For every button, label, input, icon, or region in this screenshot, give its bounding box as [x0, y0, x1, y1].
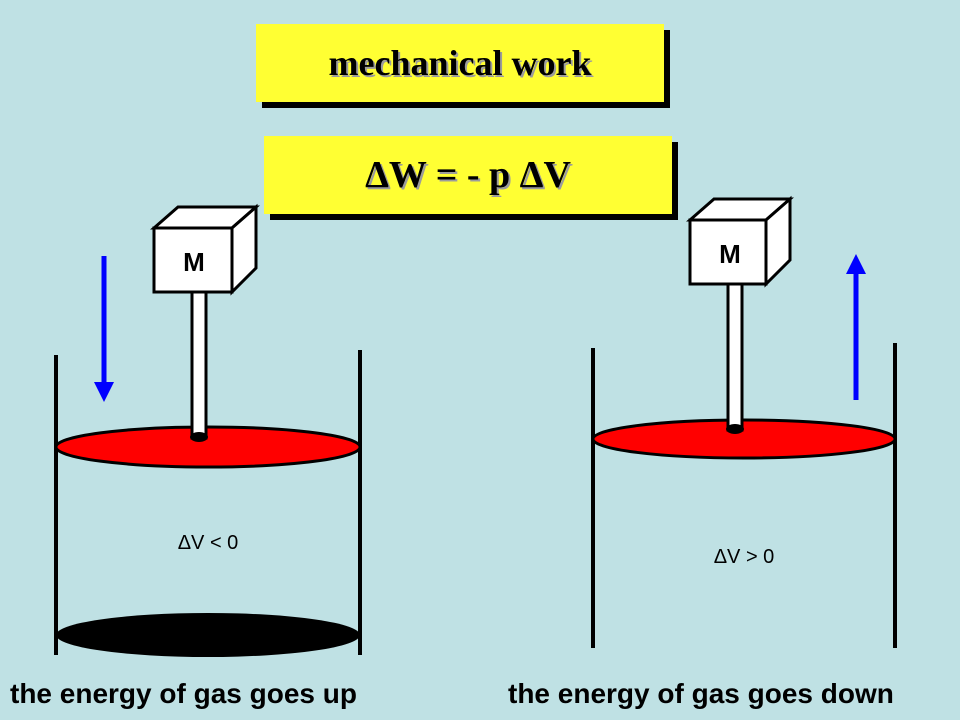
left-mass-label: M: [183, 247, 205, 277]
formula-text: ΔW = - p ΔV: [365, 154, 571, 196]
title-box: mechanical work: [256, 24, 664, 102]
right-mass-label: M: [719, 239, 741, 269]
left-cylinder-base: [56, 613, 360, 657]
right-volume-label: ΔV > 0: [714, 546, 775, 568]
formula-box: ΔW = - p ΔV: [264, 136, 672, 214]
left-volume-label: ΔV < 0: [178, 532, 239, 554]
left-caption: the energy of gas goes up: [10, 678, 357, 709]
right-mass-block: M: [686, 195, 794, 288]
title-text: mechanical work: [328, 43, 592, 83]
right-piston-rod: [726, 280, 744, 432]
left-cylinder: M ΔV < 0: [54, 203, 362, 657]
left-piston: [54, 425, 362, 469]
left-piston-rod: [190, 288, 208, 440]
right-cylinder: M ΔV > 0: [591, 195, 897, 648]
right-piston: [591, 418, 897, 460]
right-caption: the energy of gas goes down: [508, 678, 894, 709]
left-mass-block: M: [150, 203, 260, 296]
